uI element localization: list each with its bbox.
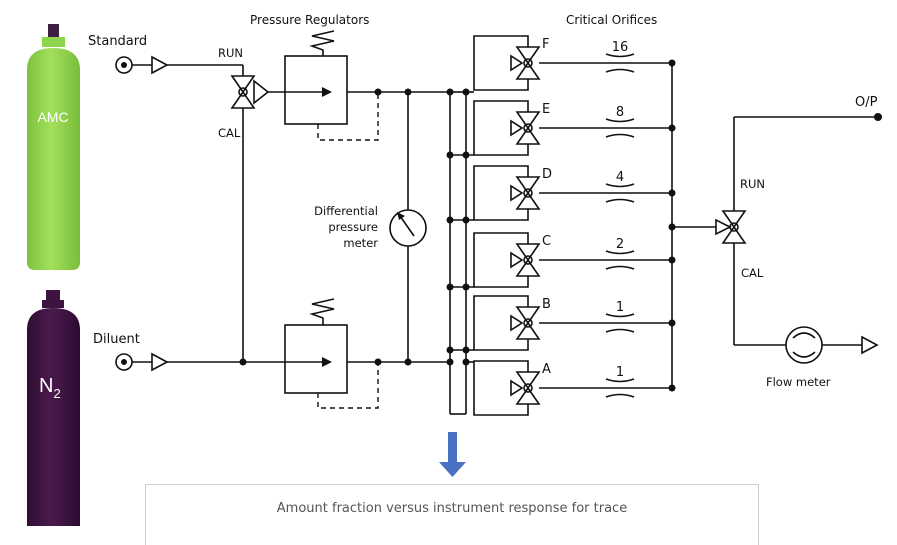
- right-run-cal-valve: RUN CAL O/P: [668, 63, 882, 388]
- left-run-cal-valve: RUN CAL: [167, 46, 270, 366]
- meter-label-line3: meter: [343, 236, 378, 250]
- cal-label-left: CAL: [218, 126, 241, 140]
- valve-F-label: F: [542, 37, 549, 52]
- differential-pressure-meter: Differential pressure meter: [314, 92, 427, 362]
- diluent-inlet: Diluent: [93, 332, 169, 372]
- orifice-E-value: 8: [616, 105, 624, 120]
- orifice-B-value: 1: [616, 300, 624, 315]
- valve-A-label: A: [542, 362, 551, 377]
- amc-label: AMC: [37, 109, 68, 125]
- pressure-regulators-header: Pressure Regulators: [250, 13, 369, 27]
- orifice-C-value: 2: [616, 237, 624, 252]
- orifice-F-value: 16: [612, 40, 629, 55]
- orifice-A-value: 1: [616, 365, 624, 380]
- critical-orifices-header: Critical Orifices: [566, 13, 657, 27]
- n2-cylinder: N2: [27, 290, 80, 526]
- amc-cylinder: AMC: [27, 24, 80, 270]
- meter-label-line2: pressure: [328, 220, 378, 234]
- valve-C-icon: [523, 255, 533, 265]
- manifold: [446, 88, 470, 415]
- run-label-left: RUN: [218, 46, 243, 60]
- caption-box: Amount fraction versus instrument respon…: [145, 484, 759, 545]
- pressure-regulator-top: [268, 30, 450, 141]
- cal-label-right: CAL: [741, 266, 764, 280]
- valve-D-icon: [523, 188, 533, 198]
- flow-diagram: AMC N2 Standard Diluent Pressure Regulat…: [27, 13, 882, 526]
- down-arrow-icon: [439, 432, 466, 477]
- meter-label-line1: Differential: [314, 204, 378, 218]
- valve-B-icon: [523, 318, 533, 328]
- flow-meter: Flow meter: [766, 326, 879, 389]
- caption-text: Amount fraction versus instrument respon…: [276, 501, 628, 516]
- valve-E-label: E: [542, 102, 550, 117]
- orifice-D-value: 4: [616, 170, 624, 185]
- valve-B-label: B: [542, 297, 551, 312]
- run-label-right: RUN: [740, 177, 765, 191]
- standard-label: Standard: [88, 34, 147, 49]
- pressure-regulator-bottom: [167, 298, 450, 409]
- valve-E-icon: [523, 123, 533, 133]
- valve-F-icon: [523, 58, 533, 68]
- valve-A-icon: [523, 383, 533, 393]
- standard-inlet: Standard: [88, 34, 169, 75]
- flow-meter-label: Flow meter: [766, 375, 831, 389]
- diluent-label: Diluent: [93, 332, 140, 347]
- orifice-row-F: F 16: [473, 35, 676, 91]
- valve-C-label: C: [542, 234, 551, 249]
- n2-label: N2: [39, 375, 61, 401]
- valve-D-label: D: [542, 167, 552, 182]
- output-label: O/P: [855, 95, 878, 110]
